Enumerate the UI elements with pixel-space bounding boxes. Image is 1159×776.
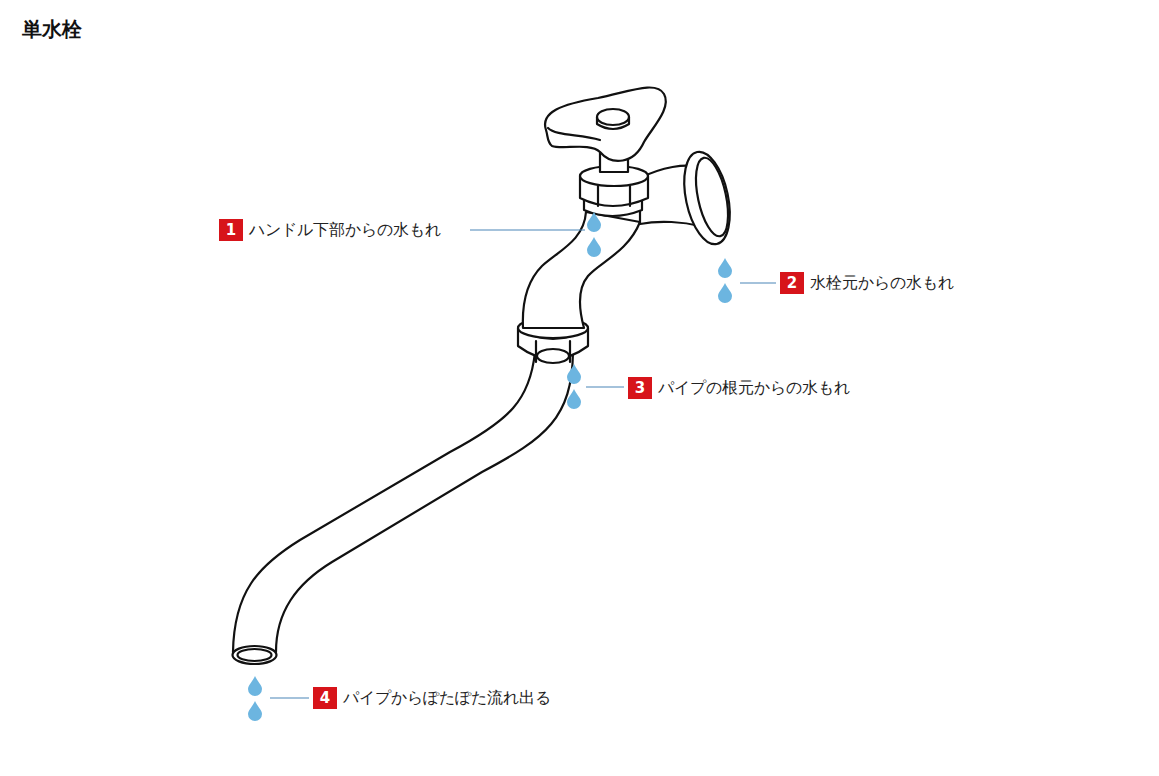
callout-box: 4 [313,687,337,709]
water-drop [587,212,601,232]
leader-line [470,229,585,230]
leader-line [270,697,309,698]
water-drop [718,283,732,303]
callout-label: パイプからぽたぽた流れ出る [342,688,552,707]
callout-number: 2 [787,276,797,291]
callout-label: 水栓元からの水もれ [809,273,955,292]
title: 単水栓 [22,16,82,43]
callout-label: パイプの根元からの水もれ [657,378,851,397]
pipe [233,352,573,652]
callout-box: 2 [780,272,804,294]
spout-end [233,646,277,664]
callout-number: 1 [226,223,236,238]
leader-line [586,386,624,387]
leader-line [740,282,776,283]
water-drop [567,364,581,384]
water-drop [248,701,262,721]
water-drop [248,676,262,696]
wall-flange [677,148,738,249]
handle-knob [597,109,629,125]
callout-label: ハンドル下部からの水もれ [248,220,442,239]
water-drop [587,237,601,257]
callout-number: 3 [635,381,645,396]
water-drop [718,258,732,278]
water-drop [567,389,581,409]
callout-box: 1 [219,219,243,241]
callout-number: 4 [320,691,330,706]
handle [545,87,666,160]
callout-box: 3 [628,377,652,399]
